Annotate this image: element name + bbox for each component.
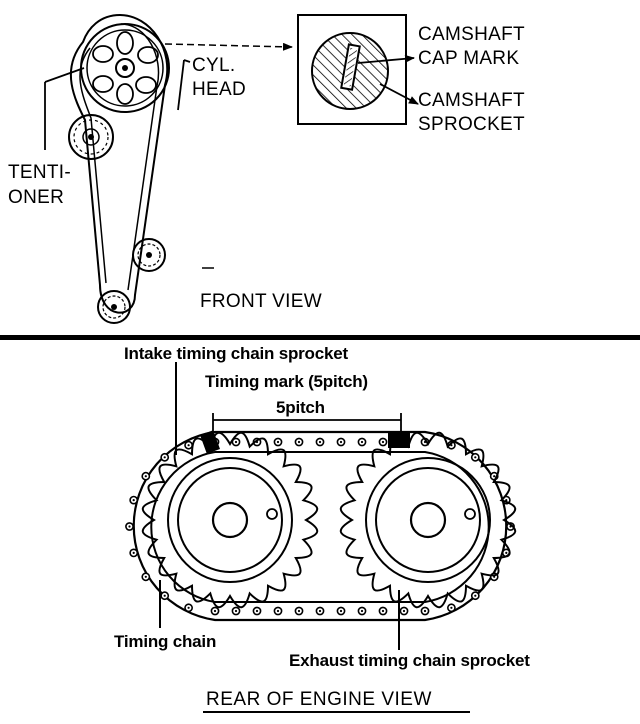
chain-pin-center xyxy=(128,525,131,528)
chain-pin-center xyxy=(450,606,453,609)
intake-sprocket xyxy=(141,431,319,609)
chain-pin-center xyxy=(297,440,301,444)
chain-pin-center xyxy=(493,475,496,478)
rear-view-caption: REAR OF ENGINE VIEW xyxy=(206,689,432,710)
chain-pin-center xyxy=(423,609,427,613)
front-timing-chain xyxy=(69,13,169,314)
chain-pin-center xyxy=(187,606,190,609)
section-divider xyxy=(0,335,640,340)
camshaft-sprocket-label: CAMSHAFT SPROCKET xyxy=(418,90,530,135)
front-view-caption: FRONT VIEW xyxy=(200,291,322,312)
chain-pin-center xyxy=(360,609,364,613)
camshaft-cap-mark-label: CAMSHAFT CAP MARK xyxy=(418,24,530,69)
chain-pin-center xyxy=(318,609,322,613)
five-pitch-label: 5pitch xyxy=(276,398,325,417)
intake-sprocket-teeth xyxy=(141,431,319,609)
front-tensioner-pulley xyxy=(68,114,114,160)
chain-pin-center xyxy=(234,609,238,613)
chain-pin-center xyxy=(339,609,343,613)
chain-pin-center xyxy=(381,440,385,444)
tensioner-label: TENTI- ONER xyxy=(8,162,77,208)
chain-pin-center xyxy=(402,609,406,613)
chain-pin-center xyxy=(144,475,147,478)
camshaft-detail-inset xyxy=(297,14,419,125)
chain-pin-center xyxy=(276,609,280,613)
chain-pin-center xyxy=(474,456,477,459)
chain-pin-center xyxy=(474,594,477,597)
rear-view: Intake timing chain sprocket Timing mark… xyxy=(114,344,530,713)
intake-sprocket-label: Intake timing chain sprocket xyxy=(124,344,348,363)
chain-pin-center xyxy=(234,440,238,444)
front-crank-sprocket xyxy=(97,290,131,324)
exhaust-sprocket-label: Exhaust timing chain sprocket xyxy=(289,651,530,670)
chain-pin-center xyxy=(360,440,364,444)
detail-arrow xyxy=(164,42,293,51)
exhaust-sprocket-teeth xyxy=(339,431,517,609)
chain-pin-center xyxy=(381,609,385,613)
front-view: CYL. HEAD TENTI- ONER CAMSHAFT CAP MARK … xyxy=(8,13,530,324)
chain-pin-center xyxy=(163,456,166,459)
exhaust-timing-mark xyxy=(388,431,410,448)
timing-mark-label: Timing mark (5pitch) xyxy=(205,372,368,391)
cyl-head-leader xyxy=(177,59,185,111)
front-idler-pulley xyxy=(132,238,166,272)
exhaust-sprocket xyxy=(339,431,517,609)
intake-timing-mark xyxy=(200,430,220,454)
chain-pin-center xyxy=(505,551,508,555)
cyl-head-label: CYL. HEAD xyxy=(192,55,246,100)
chain-pin-center xyxy=(132,551,135,555)
chain-pin-center xyxy=(144,575,147,578)
chain-pin-center xyxy=(339,440,343,444)
front-camshaft-sprocket xyxy=(80,23,170,113)
chain-pin-center xyxy=(297,609,301,613)
chain-pin-center xyxy=(318,440,322,444)
chain-pin-center xyxy=(187,444,190,447)
chain-pin-center xyxy=(213,609,217,613)
chain-pin-center xyxy=(163,594,166,597)
chain-pin-center xyxy=(255,609,259,613)
chain-pin-center xyxy=(132,499,135,502)
chain-links xyxy=(125,437,515,616)
chain-pin-center xyxy=(276,440,280,444)
timing-chain-label: Timing chain xyxy=(114,632,216,651)
